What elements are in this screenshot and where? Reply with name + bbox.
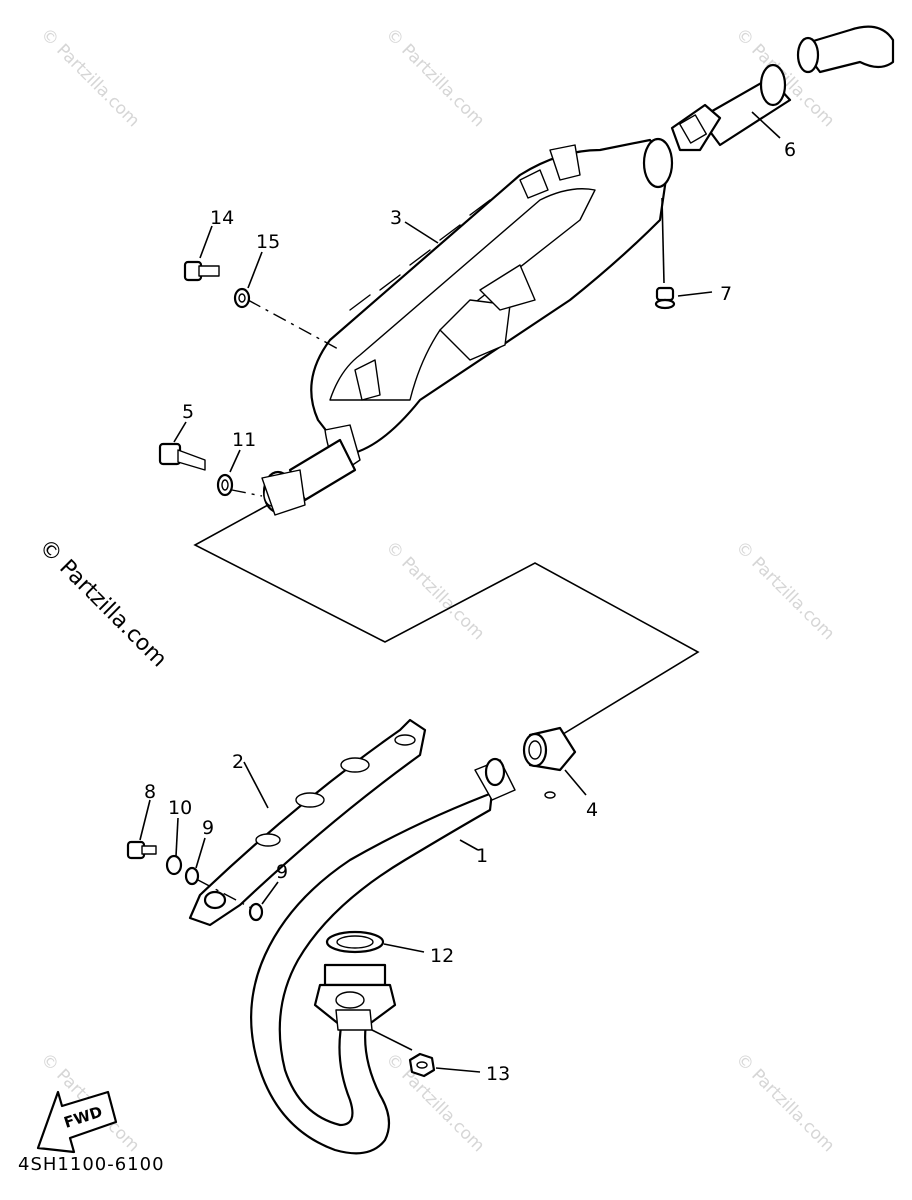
assembly-line [193, 504, 700, 746]
leader-4 [564, 769, 587, 796]
callout-7: 7 [720, 283, 732, 305]
callout-15: 15 [256, 231, 280, 253]
leader-11 [229, 449, 241, 473]
leader-3 [404, 221, 439, 244]
washer-11 [216, 473, 234, 497]
leader-8 [139, 799, 151, 841]
bolt-axis-5 [231, 489, 263, 497]
callout-12: 12 [430, 945, 454, 967]
callout-14: 14 [210, 207, 234, 229]
leader-2 [243, 761, 269, 809]
leader-1 [459, 839, 479, 851]
callout-9a: 9 [202, 817, 214, 839]
callout-3: 3 [390, 207, 402, 229]
leader-15 [247, 251, 263, 289]
bolt-axis-7 [661, 197, 665, 284]
exhaust-pipe [250, 757, 556, 1155]
nut-13 [408, 1052, 436, 1078]
leader-14 [199, 225, 213, 259]
washer-9b [248, 902, 264, 922]
callout-6: 6 [784, 139, 796, 161]
callout-4: 4 [586, 799, 598, 821]
bolt-7 [654, 286, 676, 310]
muffler [261, 137, 674, 516]
callout-13: 13 [486, 1063, 510, 1085]
bolt-axis-13 [371, 1029, 413, 1051]
watermark: © Partzilla.com [36, 24, 143, 131]
joint-4 [522, 726, 577, 772]
watermarks: © Partzilla.com © Partzilla.com © Partzi… [36, 24, 838, 1156]
bolt-5 [158, 442, 206, 471]
washer-10 [165, 854, 183, 876]
watermark: © Partzilla.com [731, 1049, 838, 1156]
bolt-axis-14 [247, 299, 341, 351]
callouts: 1 2 3 4 5 6 7 8 9 9 10 11 12 13 14 15 [144, 139, 796, 1085]
washer-9a [184, 866, 200, 886]
bolt-14 [183, 260, 220, 282]
leader-5 [173, 421, 187, 443]
watermark: © Partzilla.com [381, 537, 488, 644]
diagram-code: 4SH1100-6100 [18, 1154, 165, 1175]
leader-13 [435, 1067, 481, 1073]
watermark: © Partzilla.com [731, 537, 838, 644]
callout-1: 1 [476, 845, 488, 867]
callout-5: 5 [182, 401, 194, 423]
tail-pipe [670, 25, 895, 152]
leader-12 [383, 943, 425, 953]
bolt-8 [126, 840, 157, 860]
callout-2: 2 [232, 751, 244, 773]
gasket-12 [325, 930, 385, 954]
pipe-flange [313, 963, 397, 1031]
callout-11: 11 [232, 429, 256, 451]
callout-10: 10 [168, 797, 192, 819]
callout-9b: 9 [276, 861, 288, 883]
leader-9b [261, 881, 279, 905]
leader-6 [751, 111, 781, 139]
fwd-arrow [36, 1090, 118, 1154]
callout-8: 8 [144, 781, 156, 803]
leader-7 [677, 291, 713, 297]
leader-9a [195, 837, 206, 869]
watermark: © Partzilla.com [381, 1049, 488, 1156]
washer-15 [233, 287, 251, 309]
leader-10 [175, 817, 179, 857]
bolt-axis-8 [197, 879, 256, 911]
watermark: © Partzilla.com [381, 24, 488, 131]
watermark-dark: © Partzilla.com [34, 535, 172, 673]
protector [188, 718, 427, 927]
